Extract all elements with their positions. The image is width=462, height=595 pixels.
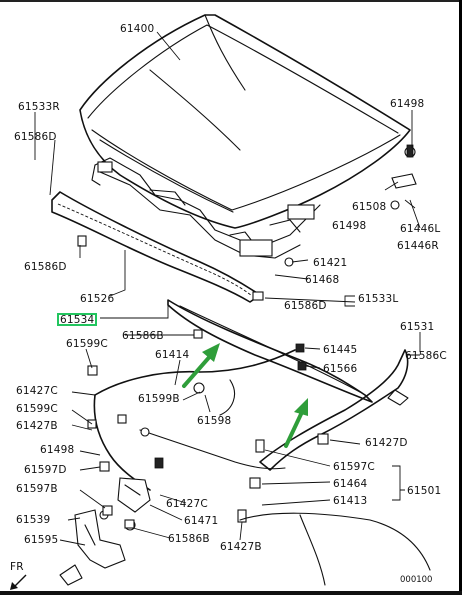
hood-panel	[79, 14, 411, 229]
label-lock: 61468	[305, 274, 339, 286]
label-clip-center: 61586D	[284, 300, 327, 312]
label-clip-c-597: 61597C	[333, 461, 375, 473]
label-gasket: 61539	[16, 514, 50, 526]
label-cable-464: 61464	[333, 478, 368, 490]
label-clip-d-427: 61427D	[365, 437, 408, 449]
label-front-seal: 61526	[80, 293, 115, 305]
label-latch: 61471	[184, 515, 218, 527]
hood-inner-frame	[91, 157, 321, 259]
label-clip-b-597: 61597B	[16, 483, 58, 495]
label-hinge-left: 61498	[40, 444, 74, 456]
indicator-arrow-right	[284, 398, 308, 448]
highlighted-seal	[167, 299, 373, 403]
label-clip-c-427: 61427C	[16, 385, 58, 397]
label-rod-holder: 61508	[352, 201, 386, 213]
label-clip-b-586: 61586B	[168, 533, 210, 545]
label-reference: 000100	[400, 575, 432, 585]
label-hinge: 61595	[24, 534, 58, 546]
label-cable: 61414	[155, 349, 190, 361]
label-bracket: 61445	[323, 344, 357, 356]
label-clip-b-599: 61599B	[138, 393, 180, 405]
label-clip-mid-right: 61498	[332, 220, 366, 232]
hinge-assembly	[59, 477, 151, 586]
label-cable-413: 61413	[333, 495, 367, 507]
frame-top-edge	[0, 0, 462, 2]
label-stay: 61421	[313, 257, 347, 269]
label-rear-seal: 61531	[400, 321, 434, 333]
label-bumper-566: 61566	[323, 363, 358, 375]
label-hood: 61400	[120, 23, 154, 35]
label-release: 61501	[407, 485, 441, 497]
label-front-mark: FR	[10, 561, 24, 573]
label-clip-c-left: 61599C	[66, 338, 108, 350]
label-rear-clip: 61586C	[405, 350, 447, 362]
label-bolt: 61598	[197, 415, 231, 427]
label-clip-d-597: 61597D	[24, 464, 67, 476]
label-seal-left-b: 61586D	[14, 131, 57, 143]
part-labels: 61400 61533R 61586D 61498 61508 61498 61…	[10, 23, 447, 585]
frame-right-edge	[459, 0, 462, 595]
label-clip-c-427b: 61427C	[166, 498, 208, 510]
label-highlight-seal: 61534	[60, 314, 95, 326]
label-bumper-r: 61446R	[397, 240, 439, 252]
frame-bottom-edge	[0, 591, 462, 595]
label-clip-top-right: 61498	[390, 98, 424, 110]
highlight-box	[57, 313, 97, 326]
label-clip-b-427: 61427B	[16, 420, 58, 432]
rear-seal-strip	[259, 349, 409, 471]
label-clip-b-427b: 61427B	[220, 541, 262, 553]
label-seal-left-a: 61533R	[18, 101, 60, 113]
leader-lines	[34, 31, 421, 546]
indicator-arrow-left	[182, 343, 220, 388]
fastener-clips	[77, 144, 417, 529]
label-seal-right: 61533L	[358, 293, 398, 305]
label-bumper-l: 61446L	[400, 223, 440, 235]
front-direction-arrow	[10, 574, 27, 590]
label-clip-c-599: 61599C	[16, 403, 58, 415]
body-outline	[239, 512, 431, 586]
label-clip-b: 61586B	[122, 330, 164, 342]
label-clip-left-mid: 61586D	[24, 261, 67, 273]
